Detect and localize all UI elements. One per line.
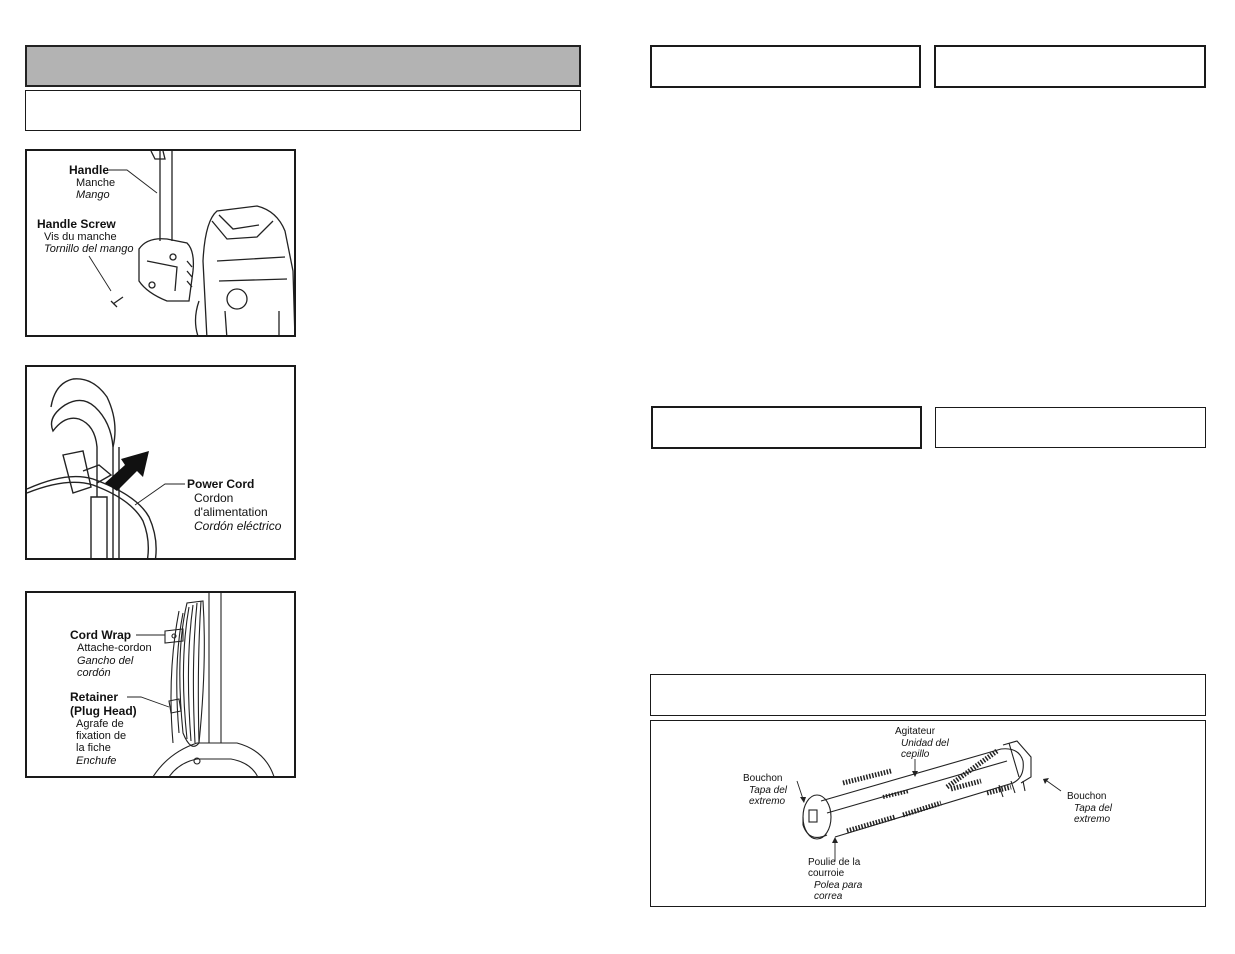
cord-wrap-label-es-1: Gancho del [77,655,134,667]
cord-wrap-figure: Cord Wrap Attache-cordon Gancho del cord… [25,591,296,778]
end-cap-right-label: Bouchon [1067,791,1107,802]
cord-wrap-illustration [127,593,275,776]
handle-screw-label-fr: Vis du manche [44,231,117,243]
belt-pulley-label-es-1: Polea para [814,880,863,891]
end-cap-right-label-es-1: Tapa del [1074,803,1112,814]
handle-screw-label-es: Tornillo del mango [44,243,134,255]
belt-pulley-label-1: Poulie de la [808,857,861,868]
retainer-label-fr-3: la fiche [76,742,111,754]
agitator-illustration [796,740,1062,861]
power-cord-label-fr-2: d'alimentation [194,505,268,519]
cord-wrap-label: Cord Wrap [70,628,132,642]
heading-box-bottom-wide [650,674,1206,716]
retainer-label-1: Retainer [70,690,119,704]
agitator-label: Agitateur [895,726,936,737]
belt-pulley-label-es-2: correa [814,891,843,902]
heading-box-top-left [650,45,921,88]
retainer-label-2: (Plug Head) [70,704,137,718]
heading-box-mid-left [651,406,922,449]
belt-pulley-label-2: courroie [808,868,845,879]
agitator-label-es-1: Unidad del [901,738,949,749]
end-cap-left-label-es-1: Tapa del [749,785,787,796]
cord-wrap-label-fr: Attache-cordon [77,642,152,654]
retainer-label-fr-2: fixation de [76,730,127,742]
handle-figure: Handle Manche Mango Handle Screw Vis du … [25,149,296,337]
handle-illustration [88,151,294,335]
section-title-bar [25,45,581,87]
retainer-label-es: Enchufe [76,755,117,767]
power-cord-label-fr-1: Cordon [194,491,234,505]
power-cord-label-es: Cordón eléctrico [194,519,282,533]
end-cap-left-label: Bouchon [743,773,783,784]
heading-box-mid-right [935,407,1206,448]
power-cord-illustration [27,378,185,558]
handle-label-es: Mango [76,189,110,201]
handle-label-fr: Manche [76,177,116,189]
agitator-figure: Agitateur Unidad del cepillo Bouchon Tap… [650,720,1206,907]
heading-box-top-right [934,45,1206,88]
cord-wrap-label-es-2: cordón [77,667,111,679]
handle-label: Handle [69,163,110,177]
agitator-label-es-2: cepillo [901,749,930,760]
section-subtitle-box [25,90,581,131]
end-cap-right-label-es-2: extremo [1074,814,1111,825]
power-cord-figure: Power Cord Cordon d'alimentation Cordón … [25,365,296,560]
end-cap-left-label-es-2: extremo [749,796,786,807]
handle-screw-label: Handle Screw [37,217,116,231]
retainer-label-fr-1: Agrafe de [76,718,124,730]
power-cord-label: Power Cord [187,477,255,491]
